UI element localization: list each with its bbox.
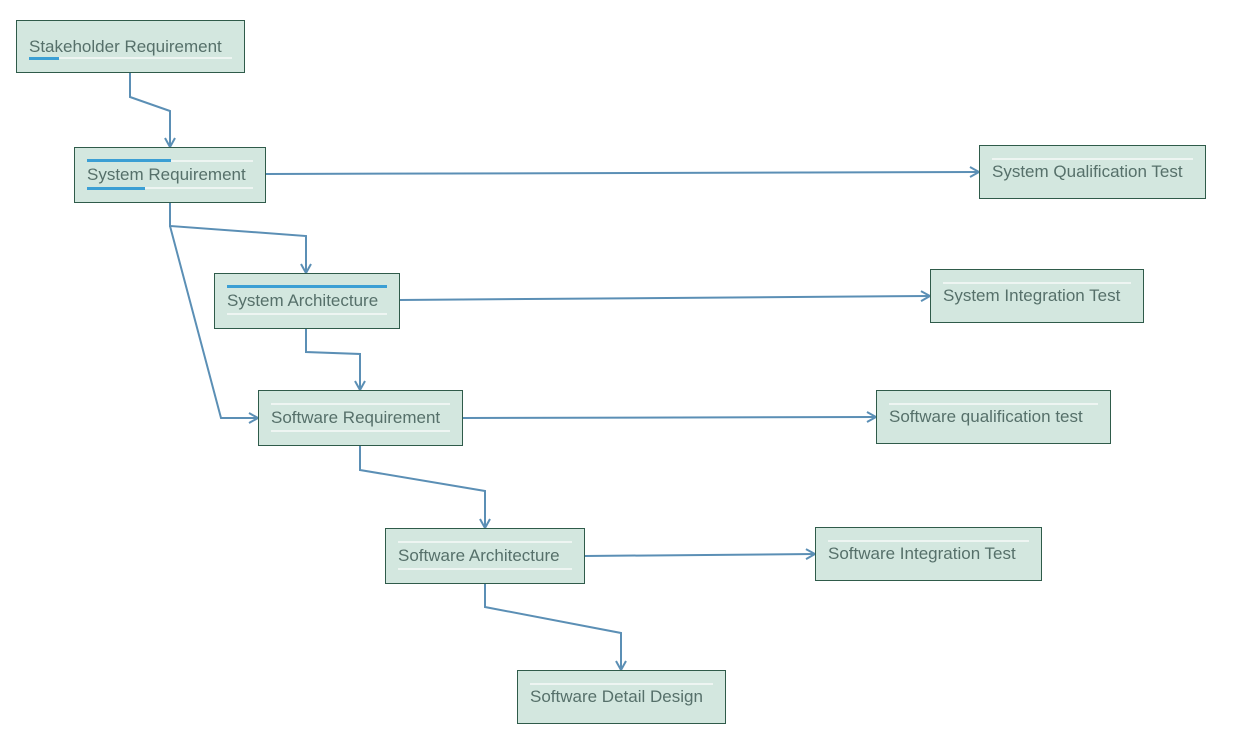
decorative-line [530,683,713,685]
node-label: Software Detail Design [530,687,703,706]
decorative-line [271,403,450,405]
node-system-requirement[interactable]: System Requirement [74,147,266,203]
node-label: Software Requirement [271,408,441,427]
accent-underline [29,57,59,60]
edge-system-architecture-to-integration-test[interactable] [398,296,930,300]
node-label: Software qualification test [889,407,1083,426]
node-label: System Integration Test [943,286,1121,305]
node-software-requirement[interactable]: Software Requirement [258,390,463,446]
decorative-line [828,540,1029,542]
decorative-line [87,187,253,189]
accent-underline [87,187,145,190]
decorative-line [227,313,387,315]
edge-system-architecture-to-software-requirement[interactable] [305,328,360,390]
edge-software-architecture-to-detail-design[interactable] [484,583,621,670]
node-software-qualification-test[interactable]: Software qualification test [876,390,1111,444]
node-system-qualification-test[interactable]: System Qualification Test [979,145,1206,199]
node-label: Software Architecture [398,546,560,565]
decorative-line [398,541,572,543]
node-label: System Qualification Test [992,162,1183,181]
accent-overline [87,159,171,162]
decorative-line [271,430,450,432]
edge-software-requirement-to-qualification-test[interactable] [462,417,876,418]
edge-stakeholder-to-system-requirement[interactable] [129,72,170,147]
edge-software-architecture-to-integration-test[interactable] [584,554,815,556]
node-system-integration-test[interactable]: System Integration Test [930,269,1144,323]
accent-overline [227,285,387,288]
edge-system-requirement-to-architecture[interactable] [169,202,306,273]
edge-system-requirement-to-qualification-test[interactable] [265,172,979,174]
node-software-detail-design[interactable]: Software Detail Design [517,670,726,724]
decorative-line [889,403,1098,405]
node-system-architecture[interactable]: System Architecture [214,273,400,329]
node-stakeholder-requirement[interactable]: Stakeholder Requirement [16,20,245,73]
node-label: System Architecture [227,291,379,310]
decorative-line [29,57,232,59]
edge-system-requirement-to-software-requirement[interactable] [169,225,258,418]
edge-software-requirement-to-architecture[interactable] [359,446,485,528]
node-software-architecture[interactable]: Software Architecture [385,528,585,584]
node-label: Software Integration Test [828,544,1016,563]
decorative-line [992,158,1193,160]
node-software-integration-test[interactable]: Software Integration Test [815,527,1042,581]
node-label: System Requirement [87,165,246,184]
decorative-line [943,282,1131,284]
decorative-line [398,568,572,570]
node-label: Stakeholder Requirement [29,36,222,56]
